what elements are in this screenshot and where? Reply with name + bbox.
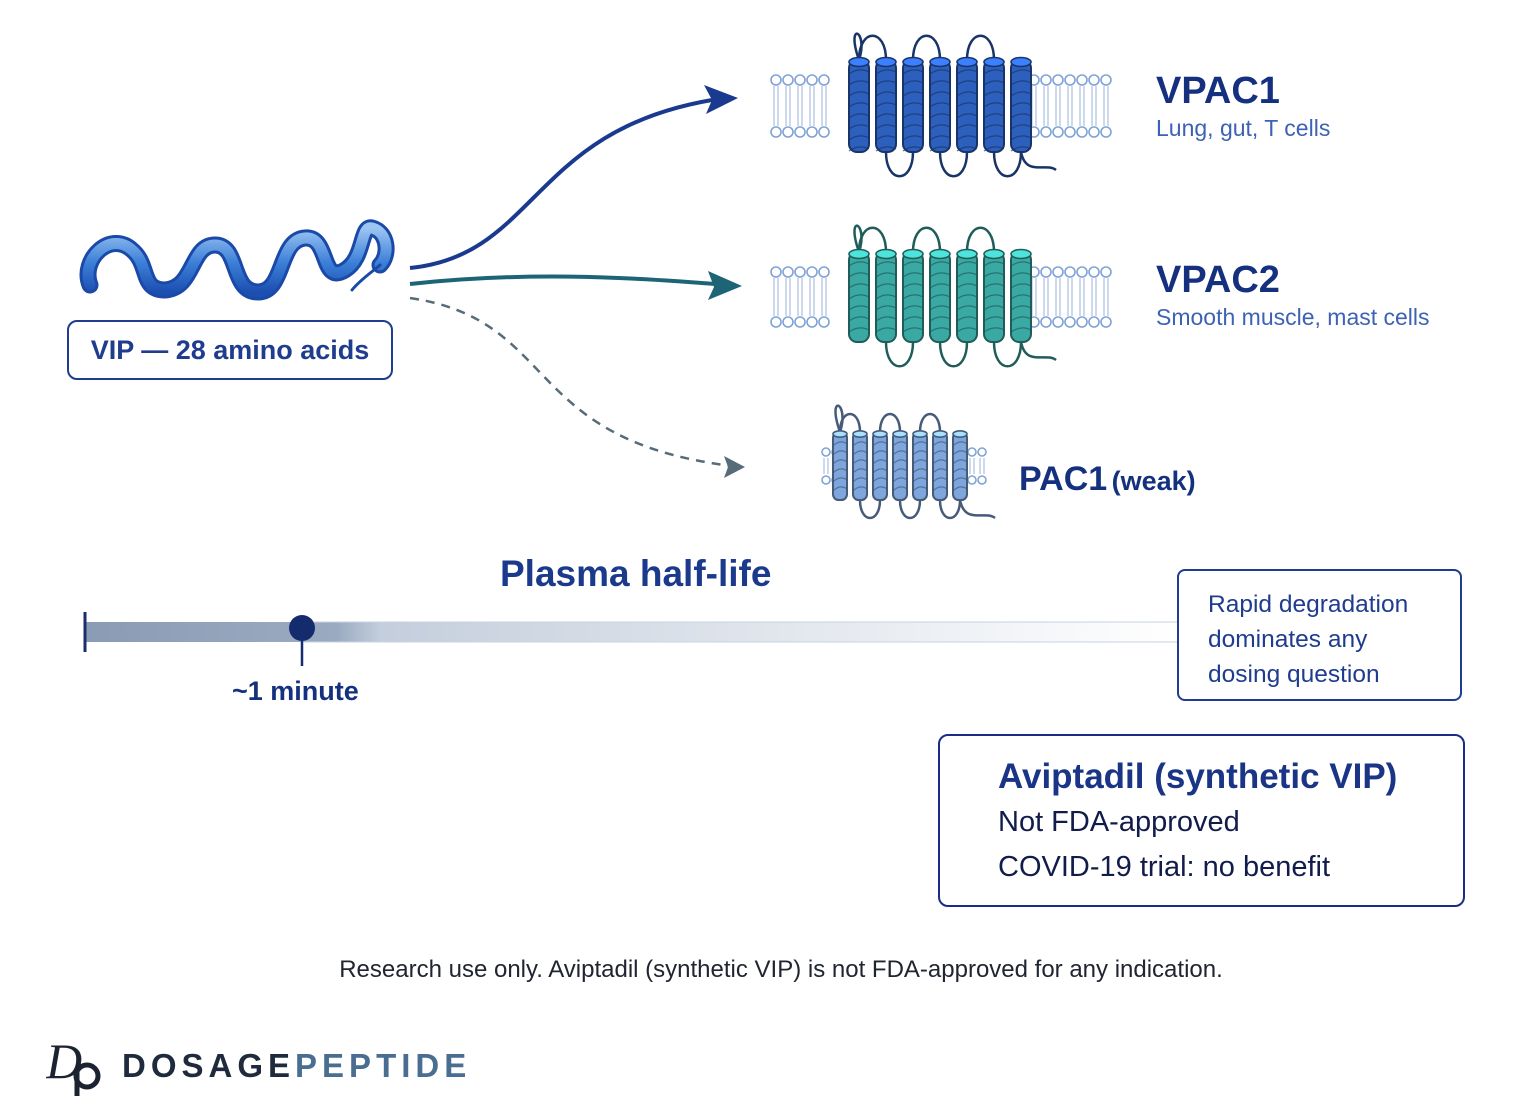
arrow-to-pac1: [409, 296, 733, 468]
vip-label: VIP — 28 amino acids: [90, 334, 370, 365]
brand-wordmark: DOSAGEPEPTIDE: [122, 1047, 471, 1085]
note-line: Rapid degradation: [1208, 591, 1409, 618]
vpac1-label-group: VPAC1 Lung, gut, T cells: [1156, 70, 1330, 142]
note-line: dominates any: [1208, 626, 1368, 653]
pac1-qualifier: (weak): [1111, 466, 1196, 496]
vpac2-name: VPAC2: [1156, 259, 1280, 301]
note-line: dosing question: [1208, 661, 1380, 688]
vpac1-receptor-icon: [770, 32, 1112, 178]
arrow-to-vpac2-head: [708, 271, 742, 300]
arrow-to-vpac1: [409, 96, 726, 270]
pac1-receptor-icon: [821, 404, 996, 520]
aviptadil-status: Not FDA-approved: [998, 806, 1240, 838]
half-life-marker: [289, 615, 315, 641]
half-life-title: Plasma half-life: [500, 553, 772, 594]
vpac1-description: Lung, gut, T cells: [1156, 115, 1331, 141]
pac1-name: PAC1: [1019, 460, 1108, 498]
degradation-note-box: Rapid degradation dominates any dosing q…: [1177, 569, 1462, 701]
aviptadil-title: Aviptadil (synthetic VIP): [998, 757, 1398, 796]
arrow-to-pac1-head: [724, 456, 745, 478]
vpac2-description: Smooth muscle, mast cells: [1156, 304, 1430, 330]
vip-label-box: VIP — 28 amino acids: [67, 320, 393, 380]
brand-part2: PEPTIDE: [295, 1047, 472, 1084]
pac1-label-group: PAC1 (weak): [1019, 460, 1196, 499]
vpac1-name: VPAC1: [1156, 70, 1280, 112]
vpac2-receptor-icon: [770, 224, 1112, 368]
arrow-to-vpac2: [409, 274, 729, 287]
aviptadil-trial: COVID-19 trial: no benefit: [998, 851, 1331, 883]
disclaimer: Research use only. Aviptadil (synthetic …: [339, 956, 1223, 983]
vip-peptide-ribbon-icon: [79, 219, 395, 301]
half-life-bar: [83, 612, 1180, 666]
half-life-value: ~1 minute: [232, 676, 359, 706]
vpac2-label-group: VPAC2 Smooth muscle, mast cells: [1156, 259, 1430, 331]
arrow-to-vpac1-head: [704, 85, 738, 114]
brand-logo-icon: D: [46, 1034, 101, 1096]
brand-part1: DOSAGE: [122, 1047, 296, 1084]
aviptadil-box: Aviptadil (synthetic VIP) Not FDA-approv…: [938, 734, 1465, 907]
